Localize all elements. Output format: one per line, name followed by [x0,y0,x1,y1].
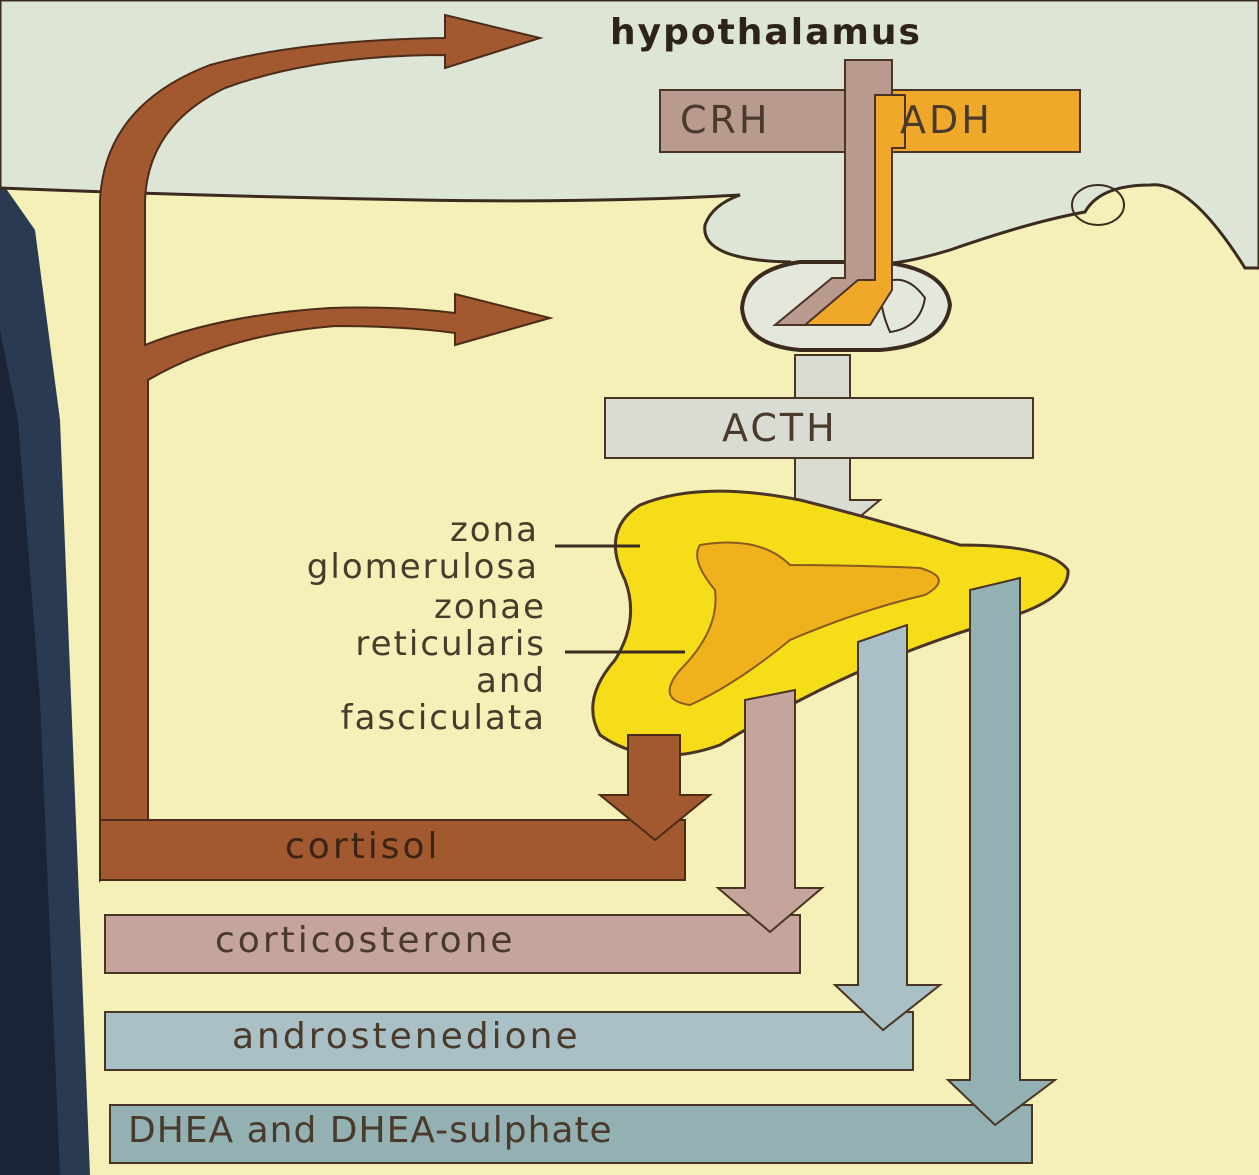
acth-label: ACTH [722,406,838,450]
reticularis-line-1: zonae [200,589,546,626]
cortisol-label: cortisol [285,826,441,867]
corticosterone-label: corticosterone [215,920,516,961]
reticularis-line-2: reticularis [200,626,546,663]
reticularis-line-4: fasciculata [200,700,546,737]
reticularis-line-3: and [200,663,546,700]
zona-glomerulosa-label: zona glomerulosa [183,512,539,586]
androstenedione-label: androstenedione [232,1016,581,1057]
dhea-label: DHEA and DHEA-sulphate [128,1110,613,1151]
hypothalamus-title: hypothalamus [610,12,922,53]
adh-label: ADH [900,98,993,142]
zonae-reticularis-label: zonae reticularis and fasciculata [200,589,546,737]
glomerulosa-line-2: glomerulosa [183,549,539,586]
crh-label: CRH [680,98,771,142]
glomerulosa-line-1: zona [183,512,539,549]
